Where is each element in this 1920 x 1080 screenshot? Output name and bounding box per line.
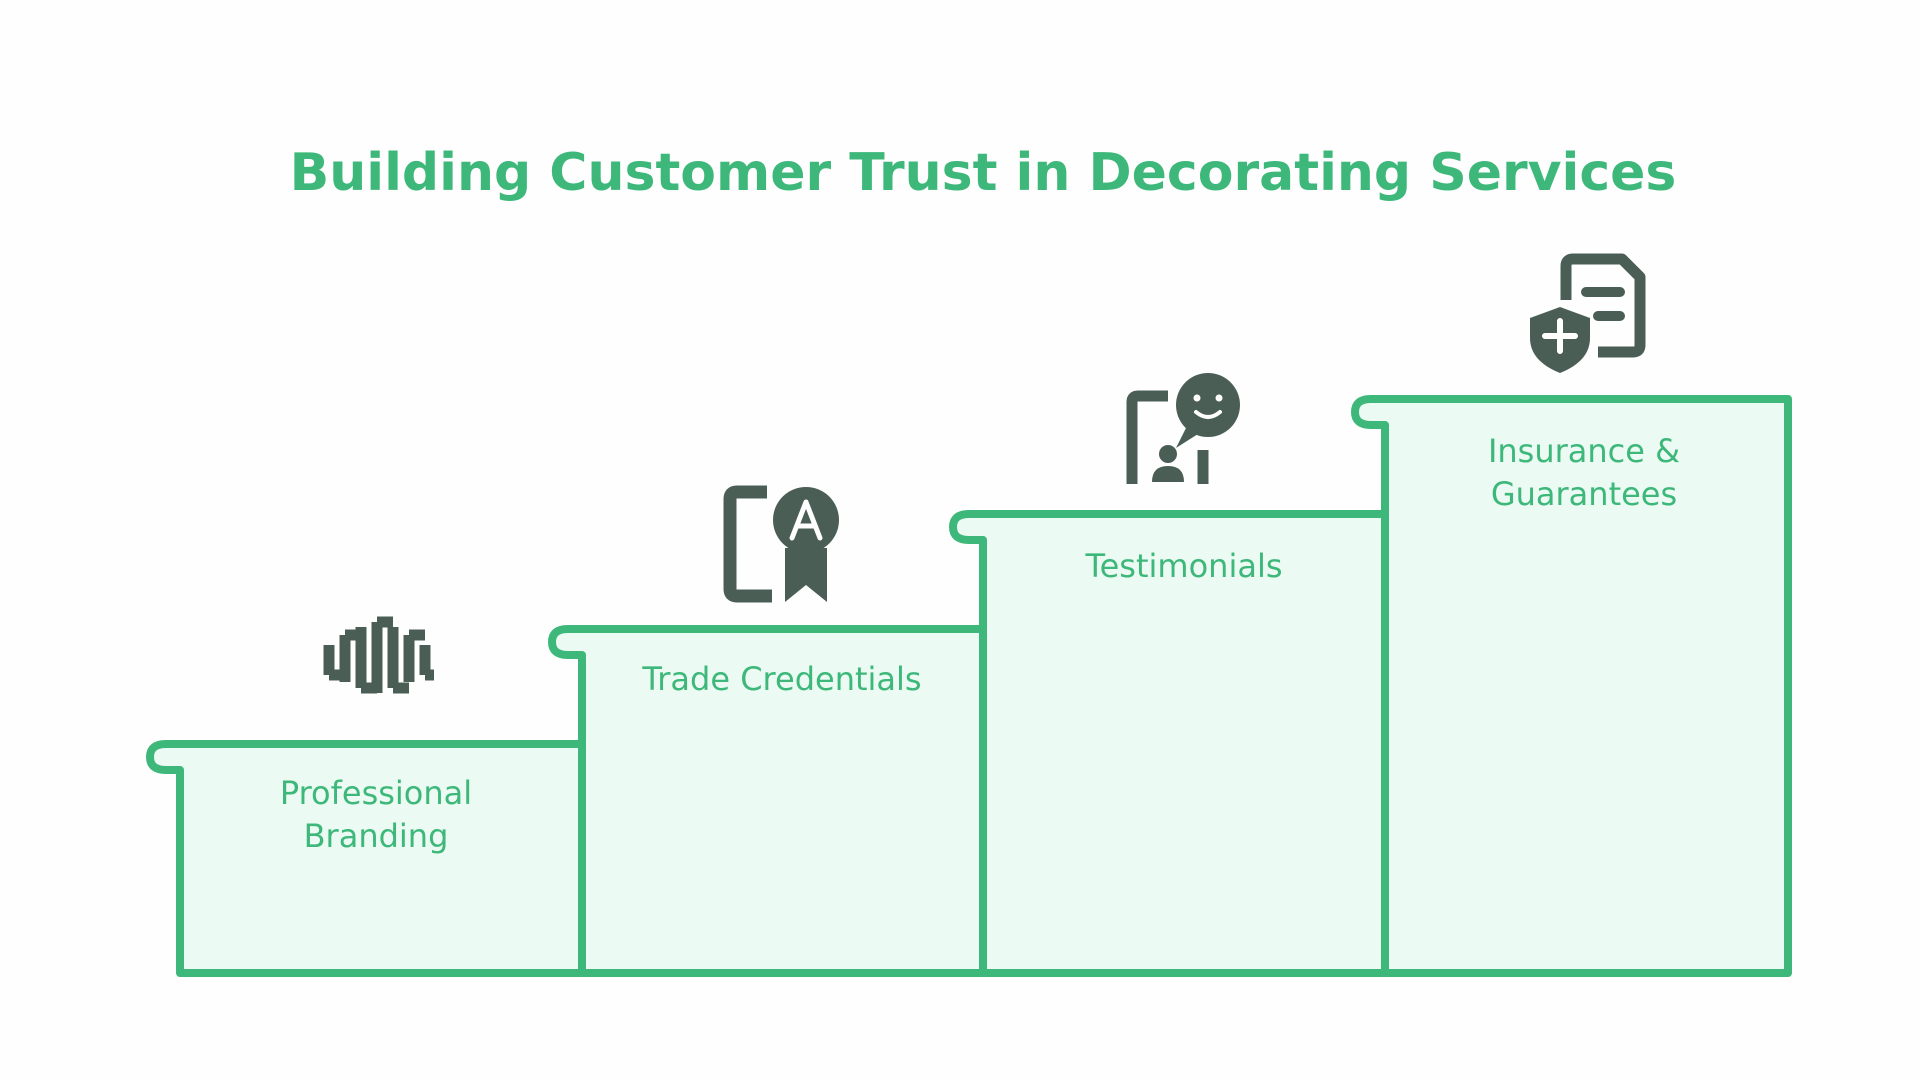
step-2-box (548, 625, 987, 977)
step-2-label: Trade Credentials (641, 660, 921, 698)
shield-document-icon (1530, 253, 1646, 373)
step-2: Trade Credentials (548, 485, 987, 977)
step-3-label: Testimonials (1085, 547, 1283, 585)
step-1-label-line-2: Branding (304, 817, 449, 855)
diagram-title: Building Customer Trust in Decorating Se… (290, 143, 1677, 203)
step-4: Insurance & Guarantees (1351, 253, 1792, 977)
step-4-label-line-2: Guarantees (1491, 475, 1677, 513)
step-4-box (1351, 395, 1792, 977)
step-1-box (146, 740, 586, 977)
step-4-label-line-1: Insurance & (1488, 432, 1680, 470)
phone-testimonial-icon (1126, 373, 1240, 484)
step-3: Testimonials (949, 373, 1389, 977)
step-1: Professional Branding (146, 616, 586, 977)
step-3-box (949, 510, 1389, 977)
certificate-badge-icon (723, 485, 839, 603)
brand-logo-icon (323, 616, 434, 694)
step-1-label-line-1: Professional (280, 774, 472, 812)
